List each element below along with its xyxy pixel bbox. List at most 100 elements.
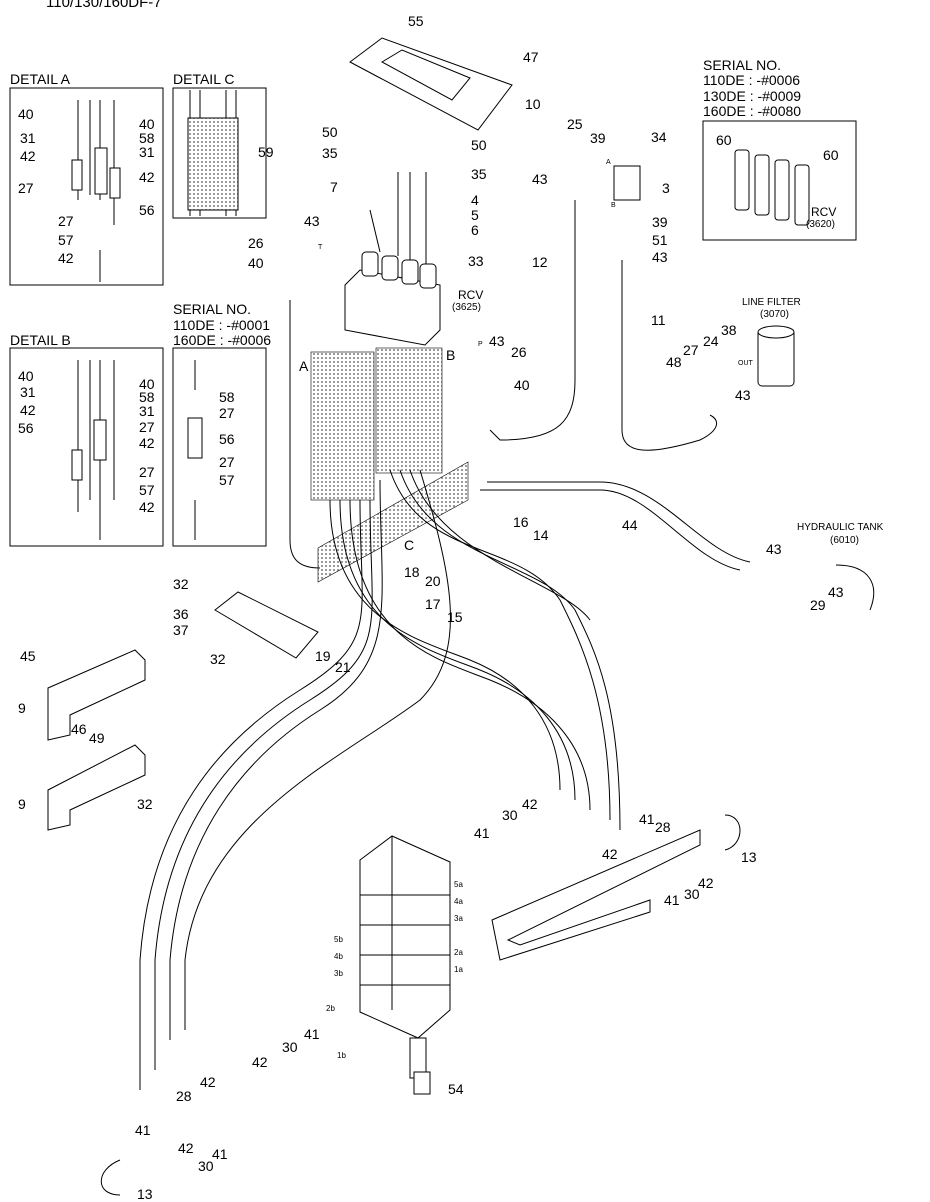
callout-59: 59: [258, 144, 274, 160]
page-title: 110/130/160DF-7: [46, 0, 162, 11]
serial-mid-box: [172, 347, 267, 547]
callout-34: 34: [651, 129, 667, 145]
callout-56: 56: [139, 202, 155, 218]
callout-30: 30: [502, 807, 518, 823]
tank-port: [835, 564, 875, 611]
port-label: 3b: [334, 969, 343, 978]
cover-plate: [349, 37, 513, 131]
callout-17: 17: [425, 596, 441, 612]
detail-a-heading: DETAIL A: [10, 71, 70, 87]
solenoid-valve: [613, 165, 641, 201]
callout-31: 31: [20, 384, 36, 400]
callout-31: 31: [139, 144, 155, 160]
callout-57: 57: [58, 232, 74, 248]
callout-54: 54: [448, 1081, 464, 1097]
callout-26: 26: [248, 235, 264, 251]
serial-top-line: 130DE : -#0009: [703, 88, 802, 104]
callout-60: 60: [716, 132, 732, 148]
callout-48: 48: [666, 354, 682, 370]
port-label: 4a: [454, 897, 463, 906]
callout-37: 37: [173, 622, 189, 638]
main-control-valve: [359, 829, 701, 1079]
callout-14: 14: [533, 527, 549, 543]
zone-a-label: A: [299, 358, 309, 374]
callout-42: 42: [139, 435, 155, 451]
callout-40: 40: [139, 376, 155, 392]
detail-c-box: [172, 87, 267, 219]
callout-28: 28: [176, 1088, 192, 1104]
callout-57: 57: [139, 482, 155, 498]
callout-43: 43: [489, 333, 505, 349]
callout-42: 42: [139, 499, 155, 515]
port-label: 5b: [334, 935, 343, 944]
callout-42: 42: [602, 846, 618, 862]
serial-top-line: 110DE : -#0006: [703, 72, 801, 88]
callout-18: 18: [404, 564, 420, 580]
callout-11: 11: [651, 312, 666, 328]
zone-b-label: B: [446, 347, 456, 363]
callout-41: 41: [474, 825, 490, 841]
line-filter-code: (3070): [760, 309, 789, 320]
port-label: 2b: [326, 1004, 335, 1013]
callout-13: 13: [137, 1186, 153, 1202]
zone-a: [310, 351, 375, 501]
callout-16: 16: [513, 514, 529, 530]
callout-7: 7: [330, 179, 338, 195]
callout-27: 27: [219, 405, 235, 421]
callout-41: 41: [304, 1026, 320, 1042]
callout-26: 26: [511, 344, 527, 360]
callout-43: 43: [652, 249, 668, 265]
port-label: 3a: [454, 914, 463, 923]
serial-top-heading: SERIAL NO.: [703, 57, 782, 73]
callout-42: 42: [20, 148, 36, 164]
callout-30: 30: [282, 1039, 298, 1055]
callout-45: 45: [20, 648, 36, 664]
bracket-lower: [47, 744, 146, 831]
callout-27: 27: [219, 454, 235, 470]
callout-43: 43: [828, 584, 844, 600]
callout-40: 40: [139, 116, 155, 132]
callout-41: 41: [664, 892, 680, 908]
callout-55: 55: [408, 13, 424, 29]
serial-top-line: 160DE : -#0080: [703, 103, 802, 119]
callout-32: 32: [173, 576, 189, 592]
callout-41: 41: [212, 1146, 228, 1162]
port-label: 4b: [334, 952, 343, 961]
hose-bundle: [100, 200, 751, 1196]
port-label: 1b: [337, 1051, 346, 1060]
callout-43: 43: [735, 387, 751, 403]
callout-43: 43: [532, 171, 548, 187]
detail-b-hoses: [71, 360, 203, 540]
bracket-upper: [47, 649, 146, 741]
rcv-main-code: (3625): [452, 302, 481, 313]
serial-mid-heading: SERIAL NO.: [173, 301, 252, 317]
hydraulic-tank-code: (6010): [830, 535, 859, 546]
rcv-serial-box: [702, 120, 857, 241]
callout-30: 30: [684, 886, 700, 902]
callout-49: 49: [89, 730, 105, 746]
callout-46: 46: [71, 721, 87, 737]
callout-5: 5: [471, 207, 479, 223]
zone-b: [375, 347, 443, 474]
callout-56: 56: [219, 431, 235, 447]
callout-27: 27: [18, 180, 34, 196]
port-out-label: OUT: [738, 360, 753, 367]
callout-60: 60: [823, 147, 839, 163]
callout-35: 35: [322, 145, 338, 161]
callout-56: 56: [18, 420, 34, 436]
callout-42: 42: [20, 402, 36, 418]
callout-27: 27: [139, 419, 155, 435]
callout-42: 42: [178, 1140, 194, 1156]
callout-40: 40: [18, 106, 34, 122]
line-filter-label: LINE FILTER: [742, 297, 801, 308]
serial-mid-line: 160DE : -#0006: [173, 332, 272, 348]
callout-20: 20: [425, 573, 441, 589]
detail-c-sleeve: [187, 90, 239, 216]
callout-32: 32: [137, 796, 153, 812]
port-a-label: A: [606, 159, 611, 166]
callout-10: 10: [525, 96, 541, 112]
callout-4: 4: [471, 192, 479, 208]
zone-c-label: C: [404, 537, 415, 553]
callout-13: 13: [741, 849, 757, 865]
callout-58: 58: [139, 130, 155, 146]
